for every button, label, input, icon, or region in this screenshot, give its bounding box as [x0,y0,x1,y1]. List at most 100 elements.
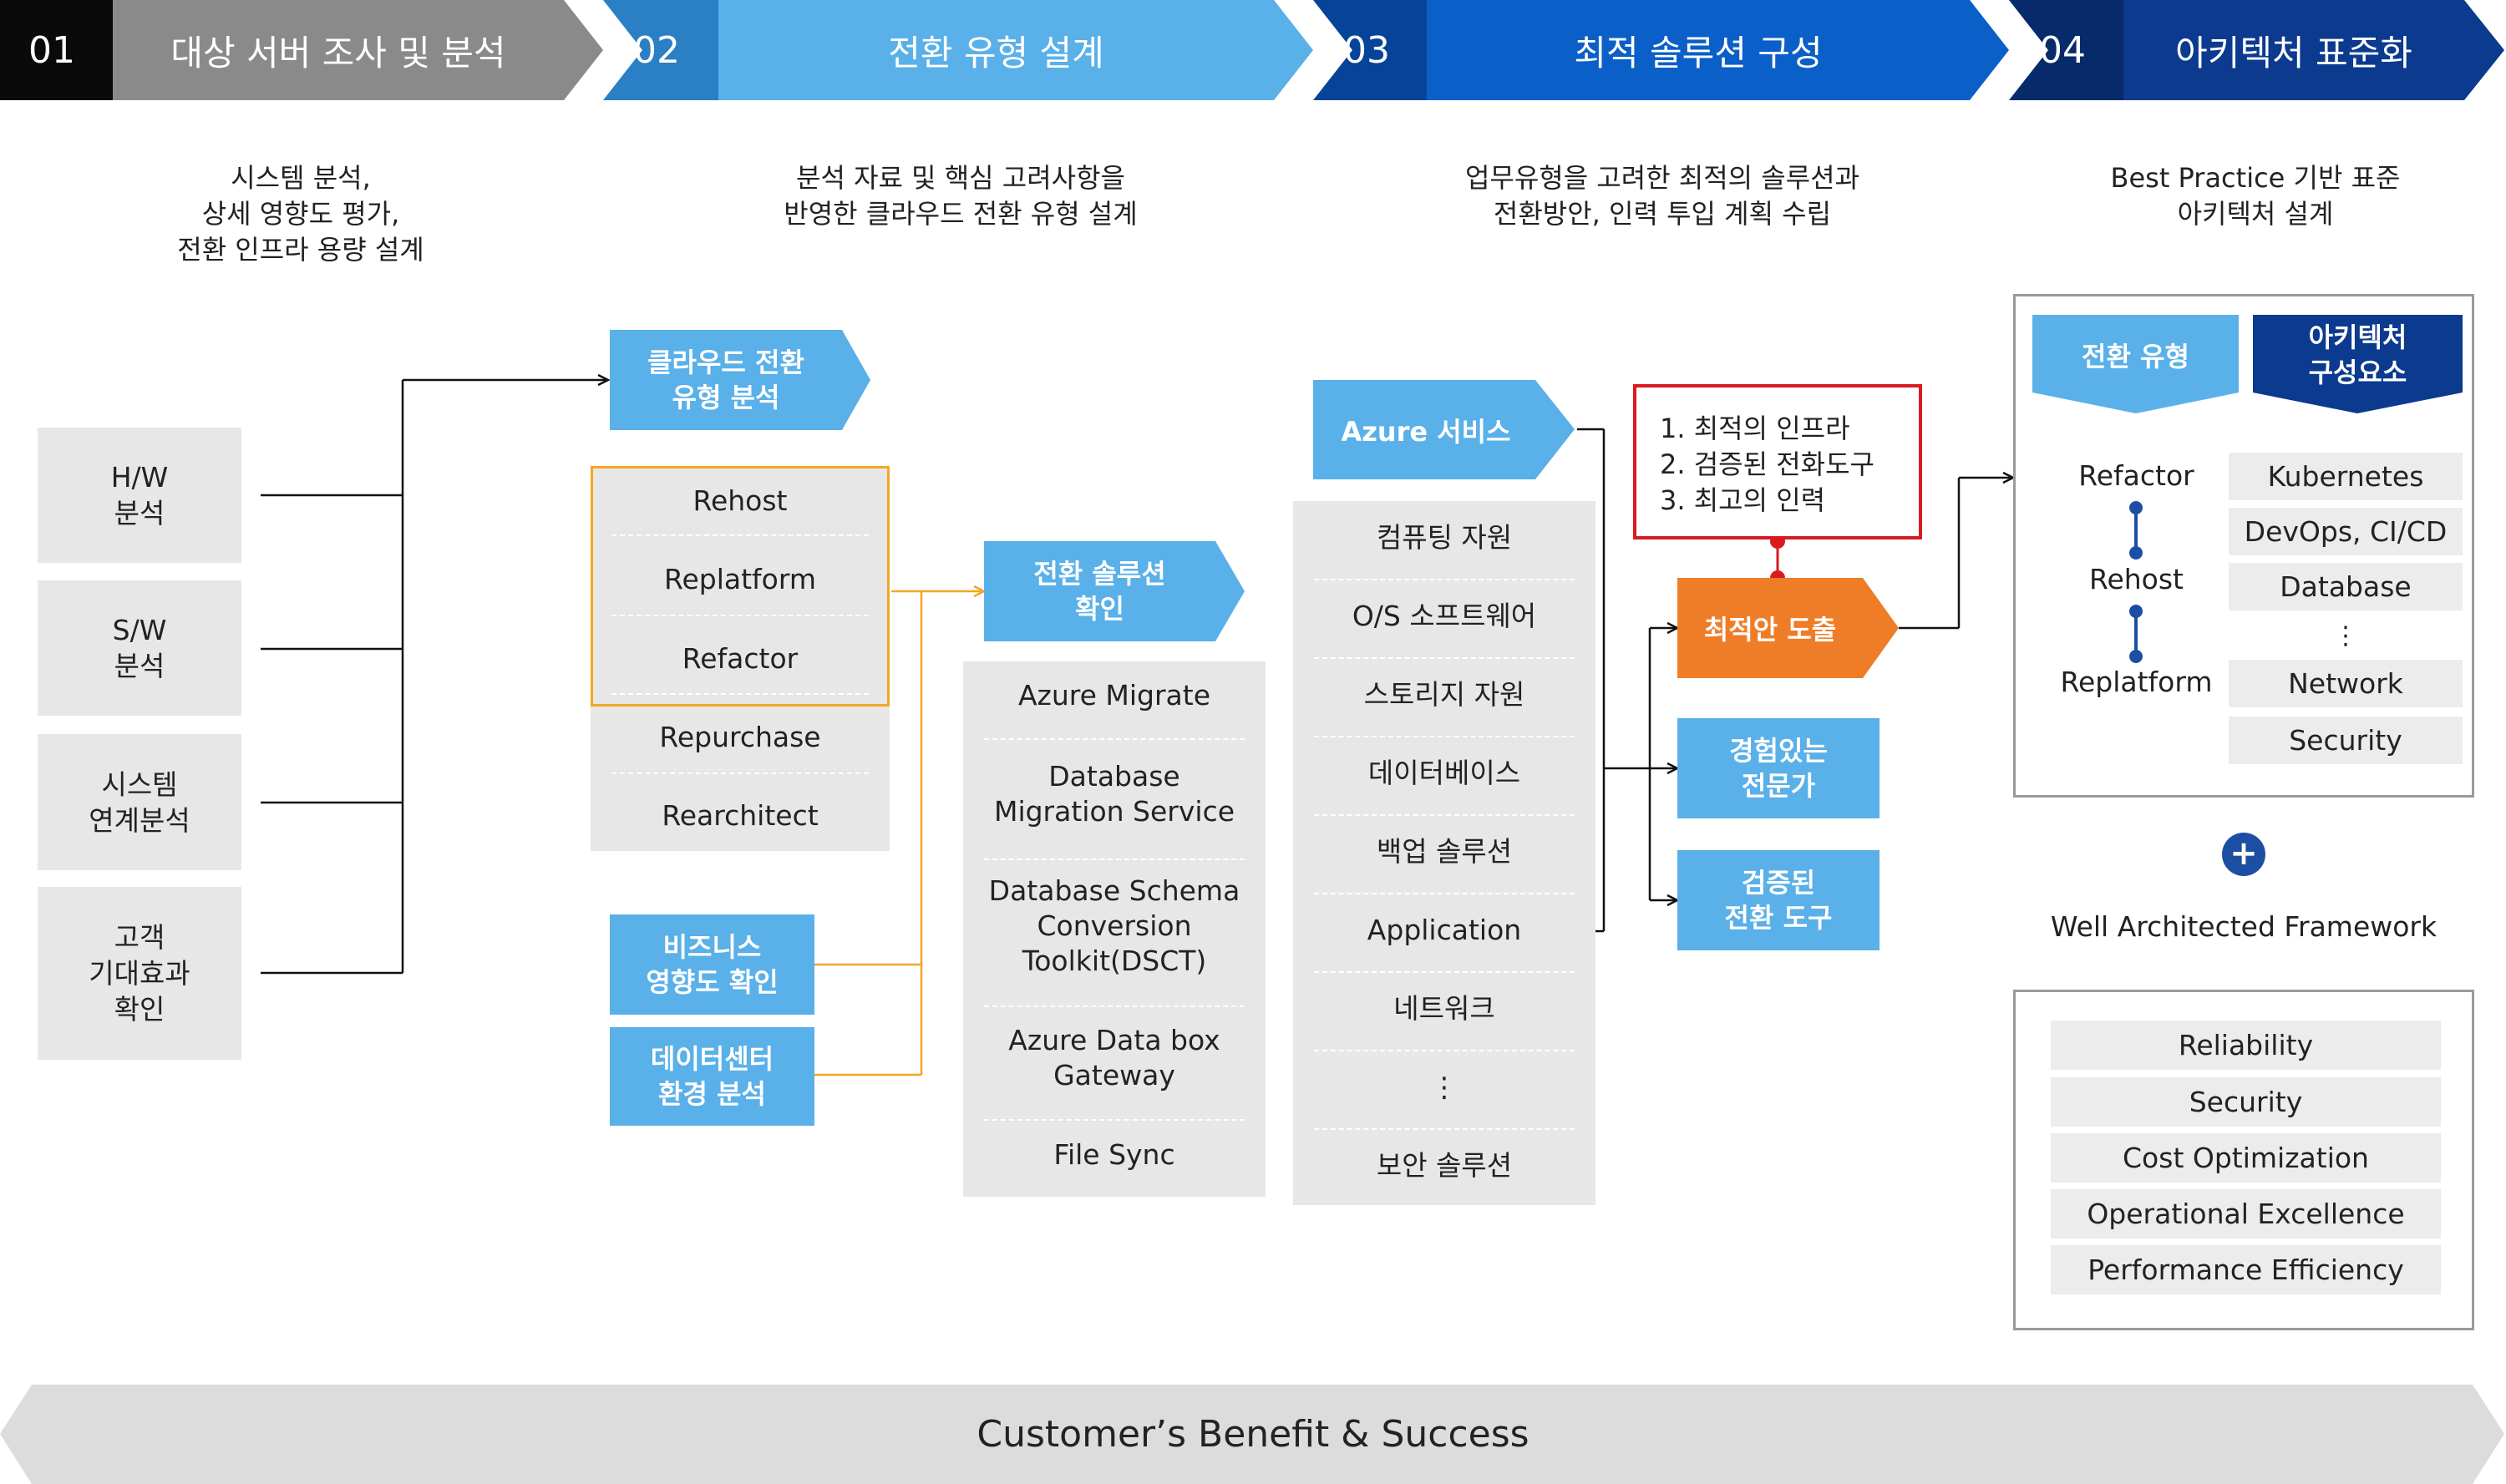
tag-label: 전환 도구 [1724,902,1833,934]
step-03-title-bg [1427,0,2009,100]
tag-label: 클라우드 전환 [647,347,804,378]
step-02-description: 분석 자료 및 핵심 고려사항을 반영한 클라우드 전환 유형 설계 [718,160,1203,232]
step-03-description: 업무유형을 고려한 최적의 솔루션과 전환방안, 인력 투입 계획 수립 [1420,160,1905,232]
plus-icon: + [2222,833,2265,876]
experienced-experts-tag: 경험있는 전문가 [1677,718,1880,818]
migration-type-item: Rearchitect [662,799,819,832]
azure-service-item: 컴퓨팅 자원 [1376,521,1513,554]
arch-type-refactor: Refactor [2078,459,2194,492]
step-02-desc-line: 분석 자료 및 핵심 고려사항을 [796,162,1125,194]
box-label: 기대효과 [89,957,190,990]
optimal-result-label: 최적안 도출 [1703,614,1837,646]
verified-tools-tag: 검증된 전환 도구 [1677,850,1880,950]
datacenter-analysis-tag: 데이터센터 환경 분석 [610,1027,814,1126]
step-01-description: 시스템 분석, 상세 영향도 평가, 전환 인프라 용량 설계 [84,160,518,268]
solution-list: Azure Migrate Database Migration Service… [963,661,1266,1197]
solution-item-line: Conversion [1037,909,1192,942]
step-01-title-bg [113,0,603,100]
solution-tag: 전환 솔루션 확인 [984,541,1215,641]
azure-service-item: 보안 솔루션 [1376,1149,1513,1182]
step-04-title: 아키텍처 표준화 [2175,32,2412,73]
box-label: S/W [112,614,167,646]
arch-element-devops: DevOps, CI/CD [2229,508,2463,555]
framework-title: Well Architected Framework [2050,910,2438,943]
azure-services-tag: Azure 서비스 [1341,415,1511,448]
tag-label: 환경 분석 [658,1078,766,1110]
solution-item-line: Toolkit(DSCT) [1022,945,1207,977]
tag-label: 경험있는 [1729,735,1828,767]
criteria-item: 2. 검증된 전화도구 [1660,448,1874,480]
footer-banner-bg [0,1385,2504,1484]
solution-item: Azure Data box Gateway [963,1023,1266,1093]
migration-type-list: Rehost Replatform Refactor Repurchase Re… [591,466,890,851]
step-02-num-bg [603,0,718,100]
azure-tag-bg [1313,380,1575,479]
arch-element-kubernetes: Kubernetes [2229,453,2463,500]
sw-analysis-box: S/W 분석 [38,580,241,716]
box-label: 시스템 [101,767,178,801]
vertical-ellipsis: ⋮ [2333,621,2358,651]
vertical-ellipsis: ⋮ [1430,1071,1458,1103]
optimal-result-bg [1677,578,1899,678]
arch-type-header-bg [2032,315,2239,413]
step-03-title: 최적 솔루션 구성 [1574,32,1823,73]
tag-label: 비즈니스 [662,931,762,963]
solution-item-line: Azure Data box [1008,1024,1220,1056]
step-04-num-bg [2009,0,2123,100]
azure-service-item: 네트워크 [1393,992,1495,1025]
azure-service-item: Application [1367,914,1522,946]
migration-type-item: Refactor [682,642,799,675]
step-04-desc-line: 아키텍처 설계 [2177,198,2334,230]
tag-label: 데이터센터 [650,1043,774,1075]
azure-service-item: O/S 소프트웨어 [1352,600,1537,632]
step-01-number: 01 [28,28,75,72]
migration-type-item: Rehost [692,484,788,517]
pillar-performance-efficiency: Performance Efficiency [2051,1245,2441,1294]
step-01-title: 대상 서버 조사 및 분석 [170,32,506,73]
tag-label: 검증된 [1741,867,1816,899]
box-label: 고객 [114,921,165,954]
tag-label: 확인 [1075,593,1124,625]
tag-label: 전환 솔루션 [1033,558,1166,590]
azure-services-list: 컴퓨팅 자원 O/S 소프트웨어 스토리지 자원 데이터베이스 백업 솔루션 A… [1293,501,1595,1205]
customer-expectation-box: 고객 기대효과 확인 [38,887,241,1060]
system-integration-analysis-box: 시스템 연계분석 [38,734,241,870]
solution-item: Azure Migrate [1017,679,1211,712]
box-label: 연계분석 [89,803,190,837]
solution-item: Database Schema Conversion Toolkit(DSCT) [963,874,1266,979]
step-02-number: 02 [633,28,680,72]
pillar-operational-excellence: Operational Excellence [2051,1189,2441,1238]
azure-service-item: 스토리지 자원 [1363,678,1525,711]
criteria-item: 1. 최적의 인프라 [1660,413,1850,444]
solution-item: File Sync [1053,1138,1175,1171]
hw-analysis-box: H/W 분석 [38,428,241,563]
box-label: 확인 [114,993,165,1026]
header-label: 구성요소 [2308,356,2407,388]
tag-label: 영향도 확인 [646,966,779,998]
arch-elem-header: 아키텍처 구성요소 [2253,315,2463,394]
tag-label: 유형 분석 [672,382,780,413]
step-02-desc-line: 반영한 클라우드 전환 유형 설계 [784,198,1138,230]
optimal-criteria-box: 1. 최적의 인프라 2. 검증된 전화도구 3. 최고의 인력 [1633,384,1922,539]
arch-element-network: Network [2229,660,2463,707]
box-label: 분석 [114,497,165,529]
arch-element-security: Security [2229,717,2463,764]
arch-type-header: 전환 유형 [2082,340,2189,372]
footer-banner-text: Customer’s Benefit & Success [977,1413,1529,1456]
solution-tag-bg [984,541,1245,641]
framework-panel [2013,990,2474,1330]
pillar-cost-optimization: Cost Optimization [2051,1133,2441,1183]
arch-element-database: Database [2229,563,2463,610]
arch-type-replatform: Replatform [2060,666,2213,698]
step-04-description: Best Practice 기반 표준 아키텍처 설계 [2072,160,2439,232]
step-04-desc-line: Best Practice 기반 표준 [2110,162,2401,194]
solution-item-line: Database Schema [988,874,1240,907]
migration-type-item: Replatform [664,563,816,595]
step-03-desc-line: 전환방안, 인력 투입 계획 수립 [1493,198,1832,230]
azure-service-item: 데이터베이스 [1367,757,1521,789]
step-03-desc-line: 업무유형을 고려한 최적의 솔루션과 [1464,162,1860,194]
header-label: 아키텍처 [2308,321,2407,353]
arch-elem-header-bg [2253,315,2463,413]
pillar-reliability: Reliability [2051,1021,2441,1070]
